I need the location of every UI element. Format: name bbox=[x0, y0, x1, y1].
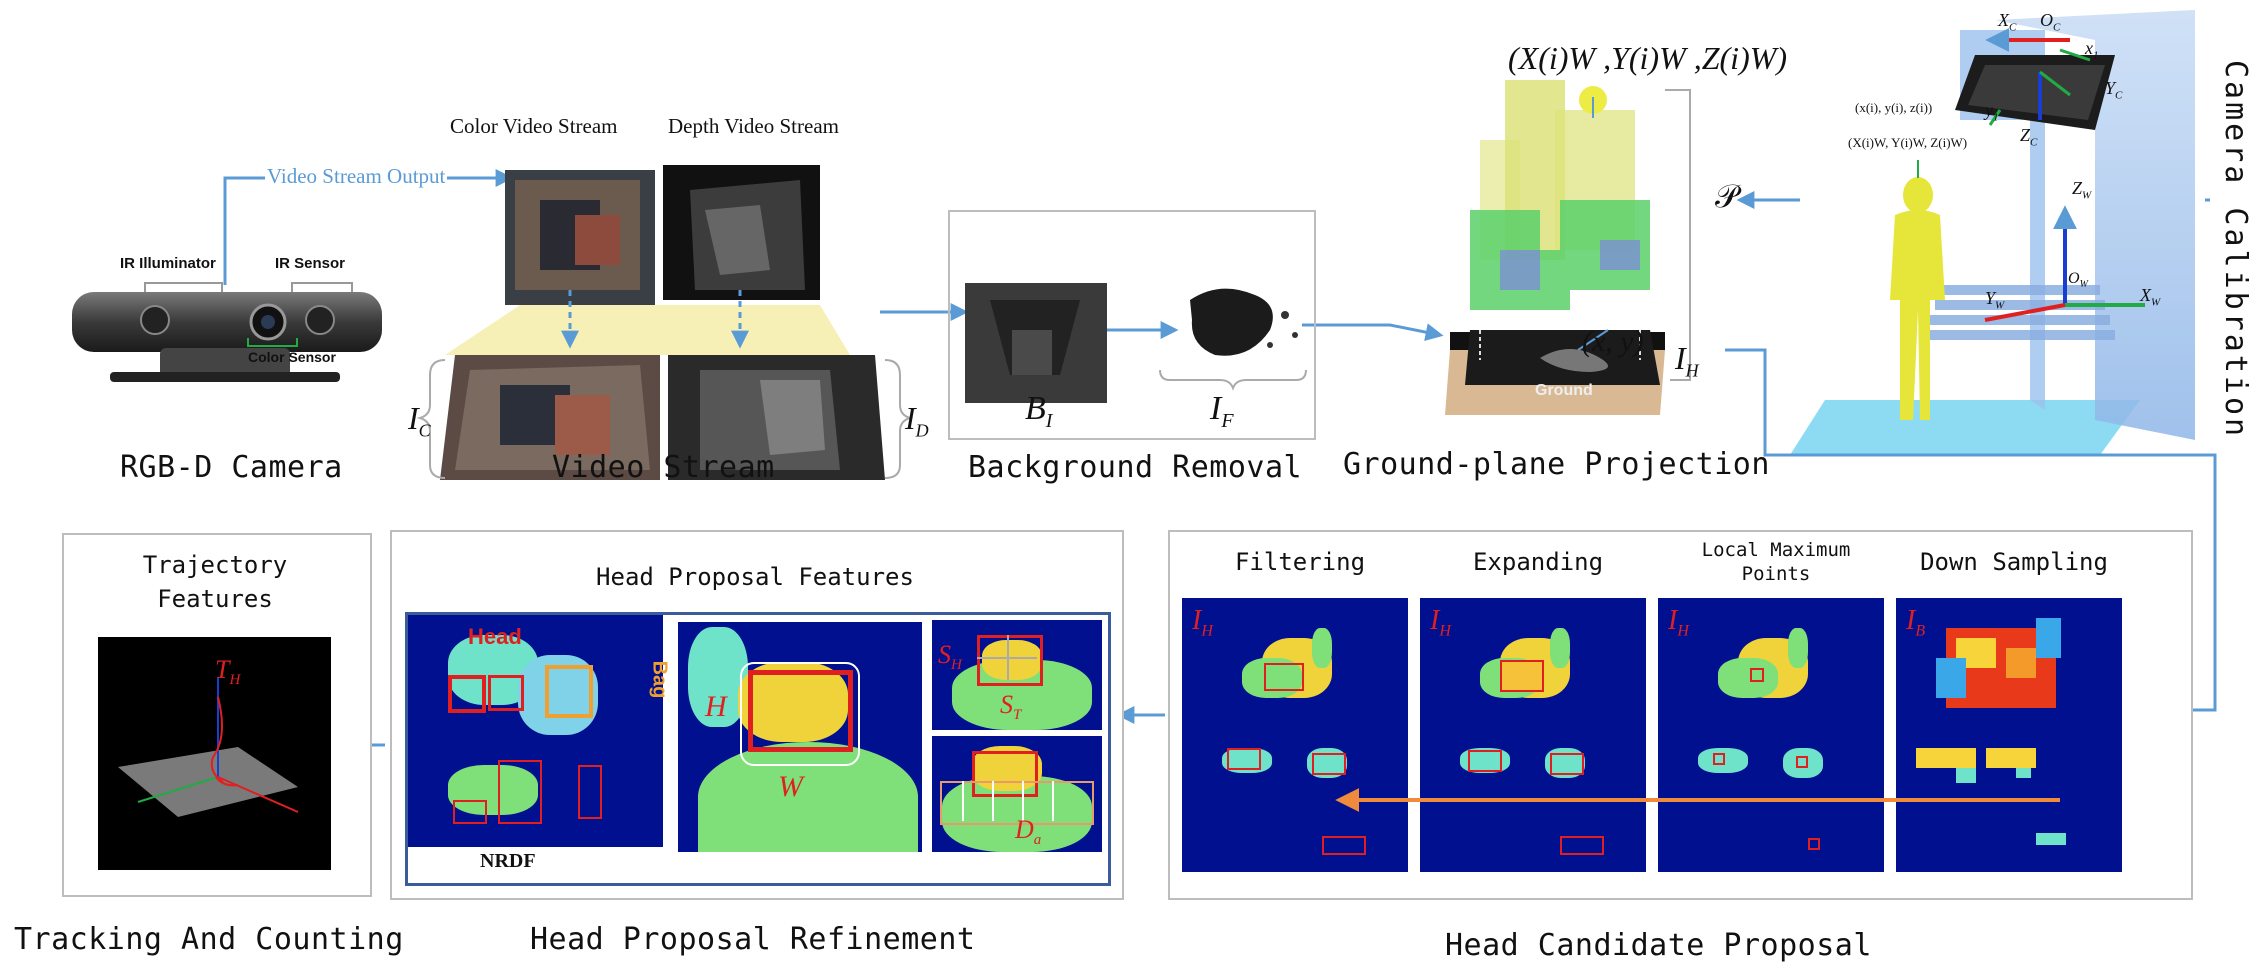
stage-label-background: Background Removal bbox=[968, 450, 1303, 485]
heatmap-filtering bbox=[1182, 598, 1408, 872]
label-xc: XC bbox=[1998, 10, 2017, 34]
tracking-title-line1: Trajectory bbox=[142, 551, 288, 579]
stage-label-refinement: Head Proposal Refinement bbox=[530, 922, 976, 957]
label-ic: IC bbox=[408, 400, 431, 441]
arrow-bg-to-ground bbox=[1302, 323, 1444, 342]
label-xy: (x, y) bbox=[1582, 325, 1644, 358]
label-h: H bbox=[705, 690, 727, 723]
label-ow: OW bbox=[2068, 270, 2088, 291]
sh-heatmap bbox=[932, 620, 1102, 730]
label-head: Head bbox=[468, 624, 522, 649]
heatmap-down-sampling bbox=[1896, 598, 2122, 872]
trajectory-plot bbox=[118, 677, 299, 817]
label-st: ST bbox=[1000, 690, 1022, 724]
background-removal-frame bbox=[948, 210, 1316, 440]
label-nrdf: NRDF bbox=[480, 850, 536, 872]
tracking-title-line2: Features bbox=[157, 585, 273, 613]
rgbd-camera-device bbox=[72, 282, 382, 382]
stage-label-tracking: Tracking And Counting bbox=[14, 922, 404, 957]
label-oc: OC bbox=[2040, 10, 2061, 34]
label-img-point: (x(i), y(i), z(i)) bbox=[1855, 100, 1933, 115]
label-x1: x1 bbox=[2085, 38, 2099, 62]
label-ih: IH bbox=[1675, 340, 1699, 381]
label-yw: YW bbox=[1985, 288, 2005, 312]
label-ir-sensor: IR Sensor bbox=[275, 255, 346, 272]
label-th: TH bbox=[215, 655, 241, 689]
trajectory-view bbox=[98, 637, 331, 870]
stage-label-camera: RGB-D Camera bbox=[120, 450, 343, 485]
label-bag: Bag bbox=[648, 660, 671, 699]
heatmap-expanding bbox=[1420, 598, 1646, 872]
label-zw: ZW bbox=[2072, 178, 2092, 202]
label-xw: XW bbox=[2140, 285, 2161, 309]
tag-filtering: IH bbox=[1192, 605, 1213, 640]
label-id: ID bbox=[905, 400, 929, 441]
label-ground: Ground bbox=[1535, 382, 1593, 399]
label-color-stream: Color Video Stream bbox=[450, 114, 618, 138]
panel-title-local-max: Local Maximum Points bbox=[1701, 539, 1851, 585]
label-y1: y1 bbox=[1985, 100, 1999, 124]
label-w: W bbox=[778, 770, 803, 803]
tag-down-sampling: IB bbox=[1906, 605, 1926, 640]
ground-plane-projection-scene bbox=[1445, 80, 1691, 415]
label-yc: YC bbox=[2105, 78, 2123, 102]
stage-label-video: Video Stream bbox=[552, 450, 775, 485]
panel-title-filtering: Filtering bbox=[1234, 548, 1366, 576]
label-world-point: (X(i)W ,Y(i)W ,Z(i)W) bbox=[1508, 40, 1788, 76]
stage-label-candidate: Head Candidate Proposal bbox=[1445, 928, 1872, 963]
da-heatmap bbox=[932, 736, 1102, 852]
video-output-arrow bbox=[223, 169, 514, 285]
refinement-title: Head Proposal Features bbox=[596, 563, 914, 591]
label-world-point-small: (X(i)W, Y(i)W, Z(i)W) bbox=[1848, 135, 1968, 150]
label-color-sensor: Color Sensor bbox=[248, 349, 336, 365]
panel-title-expanding: Expanding bbox=[1472, 548, 1604, 576]
label-bi: BI bbox=[1025, 390, 1053, 432]
background-removal-images bbox=[965, 283, 1307, 403]
panel-title-down-sampling: Down Sampling bbox=[1920, 548, 2108, 576]
stage-label-ground: Ground-plane Projection bbox=[1343, 447, 1770, 482]
tracking-title: Trajectory Features bbox=[62, 548, 368, 616]
tag-local-maximum: IH bbox=[1668, 605, 1689, 640]
arrow-projection-to-candidate bbox=[1725, 348, 2217, 719]
label-depth-stream: Depth Video Stream bbox=[668, 114, 839, 138]
label-ir-illuminator: IR Illuminator bbox=[120, 255, 216, 272]
tag-expanding: IH bbox=[1430, 605, 1451, 640]
heatmap-local-maximum bbox=[1658, 598, 1884, 872]
refinement-inner-frame bbox=[405, 612, 1111, 886]
label-sh: SH bbox=[938, 640, 962, 674]
stage-label-calibration: Camera Calibration bbox=[2218, 60, 2253, 440]
head-feature-heatmap bbox=[678, 622, 922, 852]
nrdf-heatmap bbox=[408, 615, 663, 847]
label-da: Da bbox=[1015, 815, 1042, 849]
camera-calibration-scene bbox=[1790, 10, 2195, 455]
video-stream-images bbox=[416, 165, 914, 480]
label-if: IF bbox=[1210, 390, 1234, 432]
label-p: 𝒫 bbox=[1715, 178, 1739, 214]
label-zc: ZC bbox=[2020, 125, 2038, 149]
label-video-output: Video Stream Output bbox=[265, 164, 448, 189]
